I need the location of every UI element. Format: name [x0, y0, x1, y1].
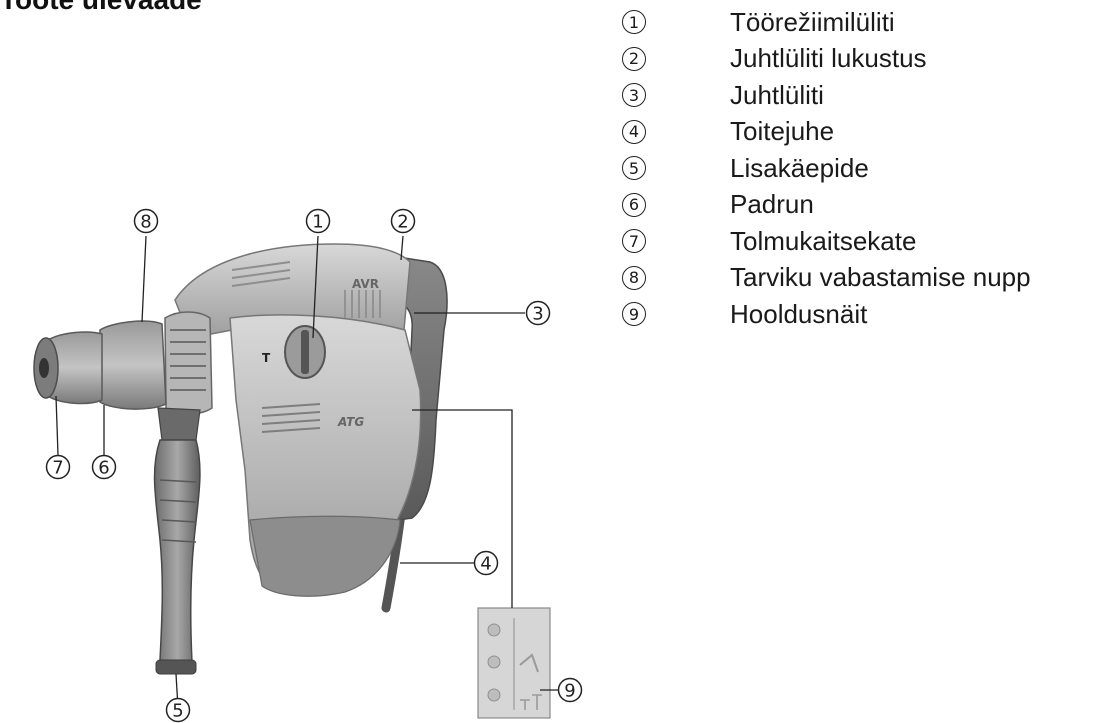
callout-markers: 8 1 2 3 4 7 6 9 5	[45, 208, 583, 723]
callout-8: 8	[133, 208, 159, 234]
svg-text:8: 8	[140, 212, 151, 233]
legend-item: 2 Juhtlüliti lukustus	[622, 41, 1115, 78]
leader-lines	[55, 235, 558, 709]
legend-number: 6	[622, 192, 646, 217]
legend-number: 4	[622, 119, 646, 144]
section-heading: Toote ülevaade	[0, 0, 202, 16]
svg-text:2: 2	[397, 212, 408, 233]
legend-label: Tolmukaitsekate	[730, 225, 917, 256]
mode-letter: T	[262, 351, 271, 365]
legend-item: 1 Töörežiimilüliti	[622, 4, 1115, 41]
svg-text:9: 9	[564, 681, 575, 702]
legend-item: 9 Hooldusnäit	[622, 296, 1115, 333]
legend-label: Juhtlüliti	[730, 79, 824, 110]
callout-6: 6	[91, 454, 117, 480]
svg-text:7: 7	[52, 458, 63, 479]
rear-handle	[339, 247, 448, 521]
legend-label: Tarviku vabastamise nupp	[730, 262, 1031, 293]
chuck	[47, 331, 103, 405]
callout-9: 9	[557, 677, 583, 703]
svg-text:6: 6	[98, 458, 109, 479]
callout-1: 1	[305, 208, 331, 234]
legend-label: Hooldusnäit	[730, 298, 868, 329]
svg-text:1: 1	[312, 212, 323, 233]
body-logo: ATG	[337, 415, 364, 429]
legend-item: 3 Juhtlüliti	[622, 77, 1115, 114]
parts-legend: 1 Töörežiimilüliti 2 Juhtlüliti lukustus 3…	[622, 4, 1115, 333]
callout-7: 7	[45, 454, 71, 480]
legend-item: 6 Padrun	[622, 187, 1115, 224]
legend-label: Juhtlüliti lukustus	[730, 43, 927, 74]
legend-label: Padrun	[730, 189, 814, 220]
callout-5: 5	[165, 697, 191, 723]
legend-number: 5	[622, 156, 646, 181]
motor-housing-bottom	[249, 515, 401, 597]
legend-number: 8	[622, 265, 646, 290]
callout-2: 2	[390, 208, 416, 234]
legend-item: 4 Toitejuhe	[622, 114, 1115, 151]
brand-logo: AVR	[352, 277, 379, 291]
legend-number: 9	[622, 302, 646, 327]
rotary-hammer-illustration: T AVR ATG 8 1 2	[33, 208, 583, 723]
legend-label: Töörežiimilüliti	[730, 6, 895, 37]
svg-text:5: 5	[172, 701, 183, 722]
svg-text:4: 4	[480, 554, 491, 575]
legend-label: Lisakäepide	[730, 152, 869, 183]
legend-item: 5 Lisakäepide	[622, 150, 1115, 187]
legend-label: Toitejuhe	[730, 116, 835, 147]
side-handle-clamp	[157, 407, 201, 441]
legend-item: 7 Tolmukaitsekate	[622, 223, 1115, 260]
side-handle	[153, 439, 201, 663]
legend-number: 3	[622, 83, 646, 108]
front-collar	[164, 311, 213, 415]
legend-number: 7	[622, 229, 646, 254]
callout-4: 4	[473, 550, 499, 576]
svg-text:3: 3	[532, 304, 543, 325]
legend-number: 1	[622, 10, 646, 35]
legend-number: 2	[622, 46, 646, 71]
callout-3: 3	[525, 300, 551, 326]
legend-item: 8 Tarviku vabastamise nupp	[622, 260, 1115, 297]
tool-release-sleeve	[99, 320, 167, 410]
